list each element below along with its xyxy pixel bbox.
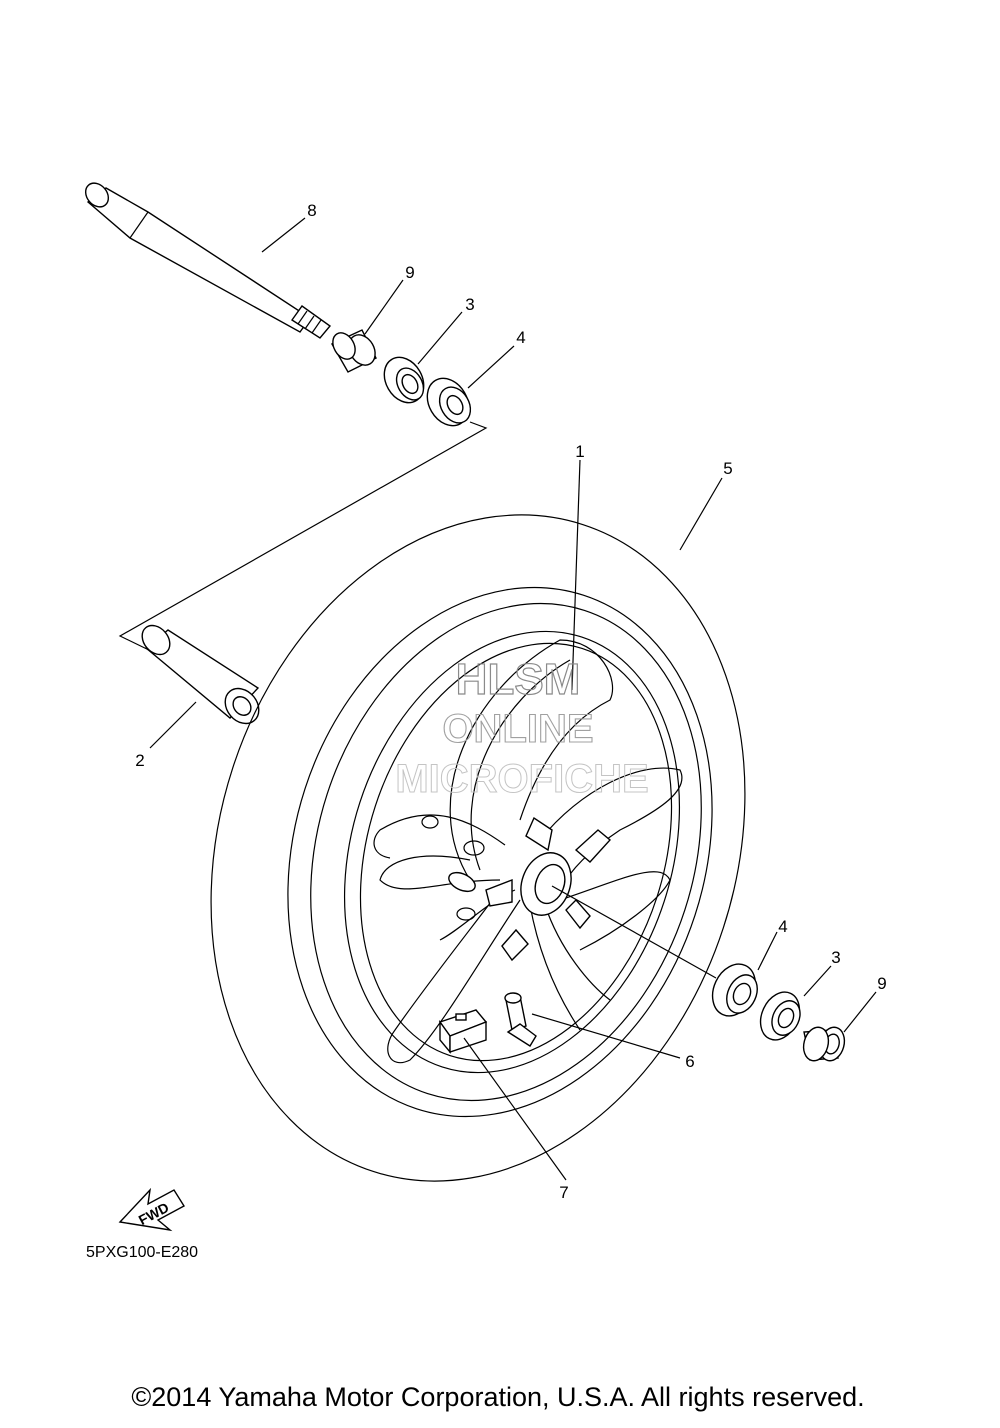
bearing-4-bottom [711, 963, 758, 1017]
callout-7: 7 [559, 1183, 568, 1202]
tire-valve [504, 992, 537, 1047]
callout-9-top: 9 [405, 263, 414, 282]
callout-9-bottom: 9 [877, 974, 886, 993]
callout-1: 1 [575, 442, 584, 461]
callout-3-bottom: 3 [831, 948, 840, 967]
front-axle [84, 182, 332, 339]
watermark-line-1: HLSM [456, 655, 581, 704]
assembly-guide-line [118, 421, 488, 669]
wheel-hub [448, 816, 612, 962]
watermark-line-2: ONLINE [442, 707, 593, 751]
callout-4-bottom: 4 [778, 917, 787, 936]
callout-3-top: 3 [465, 295, 474, 314]
bearing-4-top [426, 377, 472, 427]
collar-top [331, 329, 377, 373]
diagram-code: 5PXG100-E280 [86, 1244, 198, 1261]
callout-4-top: 4 [516, 328, 525, 347]
bearing-3-bottom [759, 991, 801, 1041]
balance-weight [438, 1009, 488, 1054]
leader-lines [149, 217, 877, 1181]
copyright-notice: ©2014 Yamaha Motor Corporation, U.S.A. A… [131, 1382, 864, 1412]
front-wheel [210, 514, 746, 1182]
collar-bottom [802, 1026, 846, 1062]
watermark-line-3: MICROFICHE [395, 757, 648, 801]
callout-6: 6 [685, 1052, 694, 1071]
callout-5: 5 [723, 459, 732, 478]
spacer [141, 624, 260, 725]
forward-direction-arrow: FWD [118, 1187, 185, 1232]
callout-2: 2 [135, 751, 144, 770]
callout-8: 8 [307, 201, 316, 220]
bearing-3-top [383, 356, 425, 404]
